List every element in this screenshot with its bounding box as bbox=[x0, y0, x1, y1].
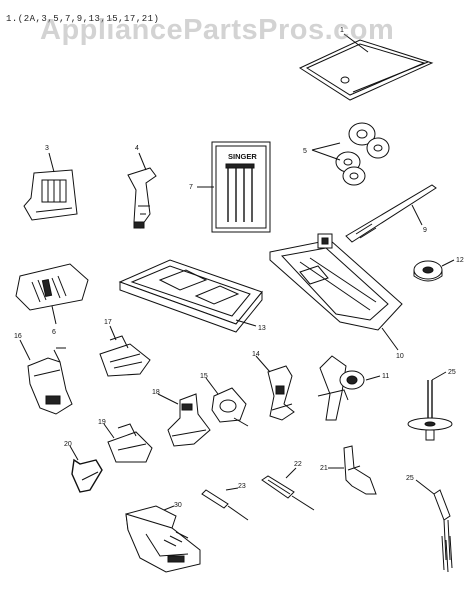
roller-foot-icon[interactable] bbox=[211, 387, 249, 427]
screwdriver-large-icon[interactable] bbox=[261, 475, 315, 511]
callout-1: 1 bbox=[340, 27, 344, 34]
wire-guide-icon[interactable] bbox=[71, 458, 103, 493]
callout-25-lower: 25 bbox=[406, 475, 414, 482]
seam-ripper-blade-icon[interactable] bbox=[345, 184, 437, 243]
bobbin-case-plate-icon[interactable] bbox=[23, 169, 78, 221]
callout-23: 23 bbox=[238, 483, 246, 490]
accessory-tray-icon[interactable] bbox=[118, 259, 263, 333]
callout-17: 17 bbox=[104, 319, 112, 326]
needle-pack-brand: SINGER bbox=[228, 152, 257, 161]
callout-4: 4 bbox=[135, 145, 139, 152]
callout-19: 19 bbox=[98, 419, 106, 426]
walking-foot-icon[interactable] bbox=[125, 505, 201, 573]
callout-3: 3 bbox=[45, 145, 49, 152]
callout-14: 14 bbox=[252, 351, 260, 358]
parts-list-header: 1.(2A,3,5,7,9,13,15,17,21) bbox=[6, 14, 160, 24]
spool-pin-icon[interactable] bbox=[407, 380, 453, 441]
brush-icon[interactable] bbox=[433, 489, 453, 573]
callout-5: 5 bbox=[303, 148, 307, 155]
needle-pack-icon[interactable]: SINGER bbox=[211, 141, 271, 233]
callout-30: 30 bbox=[174, 502, 182, 509]
callout-9: 9 bbox=[423, 227, 427, 234]
callout-20: 20 bbox=[64, 441, 72, 448]
callout-6: 6 bbox=[52, 329, 56, 336]
satin-foot-icon[interactable] bbox=[107, 423, 153, 463]
callout-25-upper: 25 bbox=[448, 369, 456, 376]
callout-18: 18 bbox=[152, 389, 160, 396]
needle-plate-cover-icon[interactable] bbox=[298, 39, 434, 101]
callout-10: 10 bbox=[396, 353, 404, 360]
callout-12: 12 bbox=[456, 257, 464, 264]
zigzag-foot-icon[interactable] bbox=[99, 335, 151, 377]
shank-bracket-icon[interactable] bbox=[343, 445, 377, 495]
buttonhole-foot-icon[interactable] bbox=[269, 233, 403, 331]
callout-22: 22 bbox=[294, 461, 302, 468]
edge-guide-icon[interactable] bbox=[127, 167, 157, 229]
throat-plate-icon[interactable] bbox=[15, 263, 89, 311]
blind-hem-foot-icon[interactable] bbox=[27, 347, 73, 415]
callout-13: 13 bbox=[258, 325, 266, 332]
callout-21: 21 bbox=[320, 465, 328, 472]
callout-16: 16 bbox=[14, 333, 22, 340]
screwdriver-small-icon[interactable] bbox=[201, 489, 249, 521]
darning-foot-icon[interactable] bbox=[317, 355, 365, 421]
callout-7: 7 bbox=[189, 184, 193, 191]
callout-11: 11 bbox=[382, 373, 389, 380]
spool-cap-icon[interactable] bbox=[413, 260, 443, 282]
callout-15: 15 bbox=[200, 373, 208, 380]
straight-foot-icon[interactable] bbox=[167, 393, 211, 447]
bobbins-icon[interactable] bbox=[335, 122, 390, 186]
zipper-foot-icon[interactable] bbox=[267, 365, 295, 421]
